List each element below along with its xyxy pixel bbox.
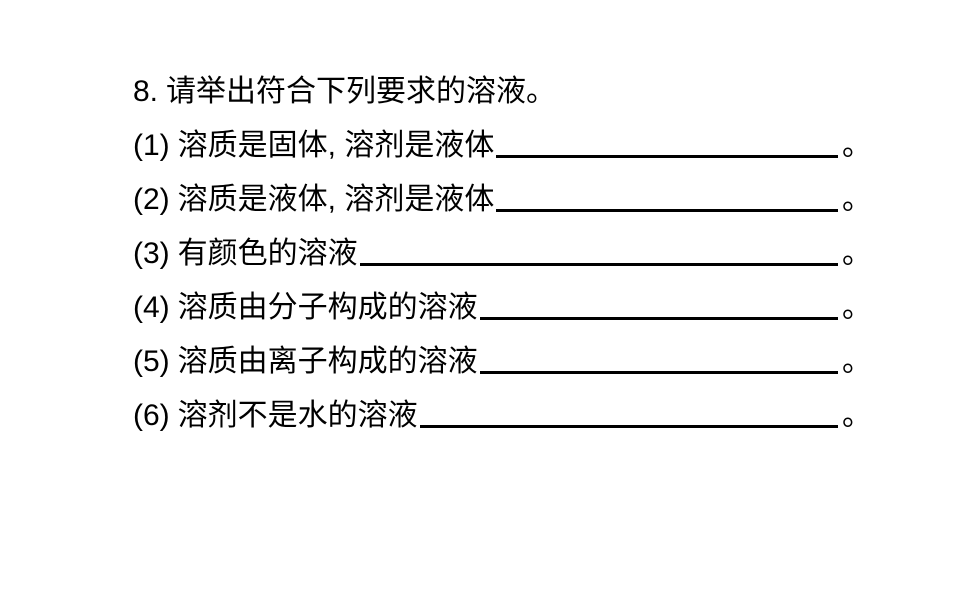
item-label: (5): [133, 344, 170, 378]
answer-blank[interactable]: [359, 256, 838, 266]
item-period: 。: [842, 398, 872, 432]
question-item: (5) 溶质由离子构成的溶液 。: [133, 325, 872, 379]
answer-blank[interactable]: [496, 148, 838, 158]
item-text: 溶质由分子构成的溶液: [177, 290, 478, 324]
item-text: 溶质是液体, 溶剂是液体: [177, 182, 495, 216]
item-period: 。: [842, 236, 872, 270]
item-label: (1): [133, 128, 170, 162]
item-period: 。: [842, 290, 872, 324]
question-block: 8. 请举出符合下列要求的溶液。 (1) 溶质是固体, 溶剂是液体 。 (2) …: [133, 55, 872, 433]
item-label: (3): [133, 236, 170, 270]
question-number: 8.: [133, 74, 159, 108]
item-text: 溶剂不是水的溶液: [177, 398, 418, 432]
question-stem: 请举出符合下列要求的溶液。: [166, 74, 557, 108]
answer-blank[interactable]: [479, 364, 838, 374]
question-item: (1) 溶质是固体, 溶剂是液体 。: [133, 109, 872, 163]
item-period: 。: [842, 128, 872, 162]
question-item: (3) 有颜色的溶液 。: [133, 217, 872, 271]
answer-blank[interactable]: [419, 418, 838, 428]
answer-blank[interactable]: [496, 202, 838, 212]
answer-blank[interactable]: [479, 310, 838, 320]
question-item: (6) 溶剂不是水的溶液 。: [133, 379, 872, 433]
question-heading: 8. 请举出符合下列要求的溶液。: [133, 55, 872, 109]
item-text: 溶质是固体, 溶剂是液体: [177, 128, 495, 162]
item-label: (6): [133, 398, 170, 432]
item-period: 。: [842, 344, 872, 378]
item-text: 溶质由离子构成的溶液: [177, 344, 478, 378]
item-text: 有颜色的溶液: [177, 236, 358, 270]
question-item: (4) 溶质由分子构成的溶液 。: [133, 271, 872, 325]
item-label: (2): [133, 182, 170, 216]
question-item: (2) 溶质是液体, 溶剂是液体 。: [133, 163, 872, 217]
item-period: 。: [842, 182, 872, 216]
item-label: (4): [133, 290, 170, 324]
